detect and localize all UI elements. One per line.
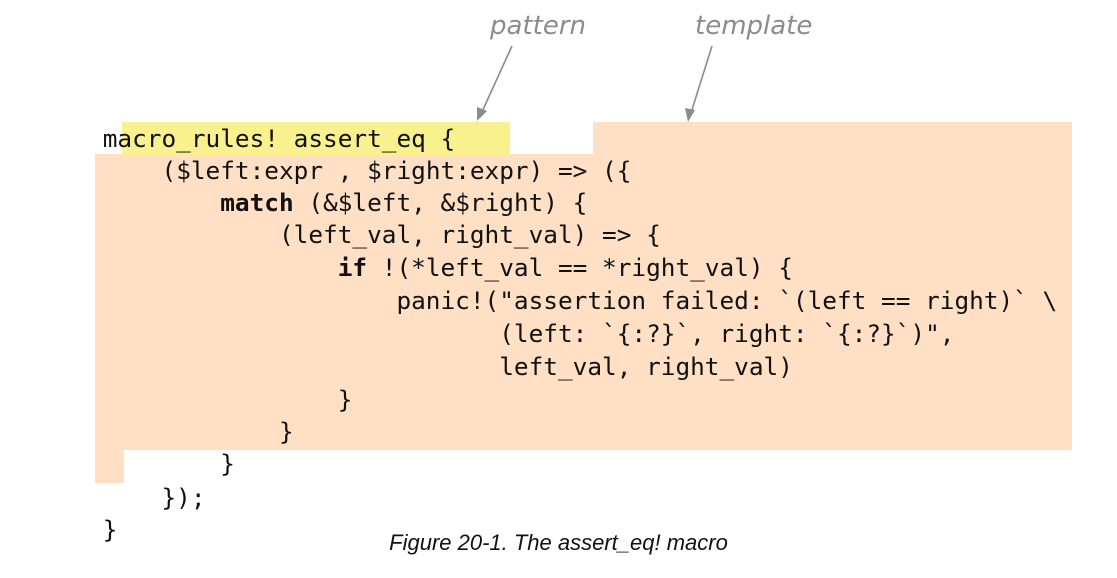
template-highlight-close: [95, 449, 124, 483]
code-line-7: (left: `{:?}`, right: `{:?}`)",: [44, 286, 954, 348]
code-text: }: [102, 385, 353, 414]
template-arrow-line: [689, 45, 713, 117]
code-text: (left: `{:?}`, right: `{:?}`)",: [102, 319, 955, 348]
keyword-match: match: [220, 188, 294, 217]
template-highlight-top: [593, 122, 1072, 156]
code-text: (: [102, 156, 177, 185]
code-text: panic!("assertion failed: `(left == righ…: [102, 286, 1058, 315]
code-line-1: macro_rules! assert_eq {: [44, 91, 455, 153]
keyword-if: if: [337, 253, 368, 282]
code-text: (left_val, right_val) => {: [102, 220, 661, 249]
code-line-6: panic!("assertion failed: `(left == righ…: [44, 253, 1057, 315]
code-text: }: [102, 515, 118, 544]
template-highlight-main: [95, 154, 1072, 450]
code-line-12: });: [44, 450, 205, 512]
pattern-label: pattern: [490, 11, 586, 41]
code-line-5: if !(*left_val == *right_val) {: [44, 220, 793, 282]
code-text: ) => ({: [528, 156, 632, 185]
figure-caption: Figure 20-1. The assert_eq! macro: [389, 530, 728, 555]
code-line-4: (left_val, right_val) => {: [44, 187, 661, 249]
code-text: macro_rules! assert_eq {: [102, 124, 456, 153]
code-text: (&$left, &$right) {: [293, 188, 588, 217]
template-label: template: [695, 11, 813, 41]
pattern-arrow-line: [480, 45, 513, 115]
code-text: }: [102, 417, 294, 446]
pattern-arrow-head: [477, 107, 487, 121]
code-line-11: }: [44, 416, 235, 478]
template-arrow-head: [685, 108, 695, 122]
code-text: left_val, right_val): [102, 352, 793, 381]
code-line-9: }: [44, 352, 353, 414]
pattern-highlight: [122, 122, 510, 156]
code-line-13: }: [44, 482, 118, 544]
code-line-2: ($left:expr , $right:expr) => ({: [44, 123, 631, 185]
code-line-8: left_val, right_val): [44, 319, 793, 381]
code-line-10: }: [44, 384, 294, 446]
code-text: });: [102, 483, 206, 512]
pattern-text: $left:expr , $right:expr: [176, 156, 529, 185]
code-text: }: [102, 449, 235, 478]
code-line-3: match (&$left, &$right) {: [44, 155, 587, 217]
code-text: !(*left_val == *right_val) {: [367, 253, 793, 282]
